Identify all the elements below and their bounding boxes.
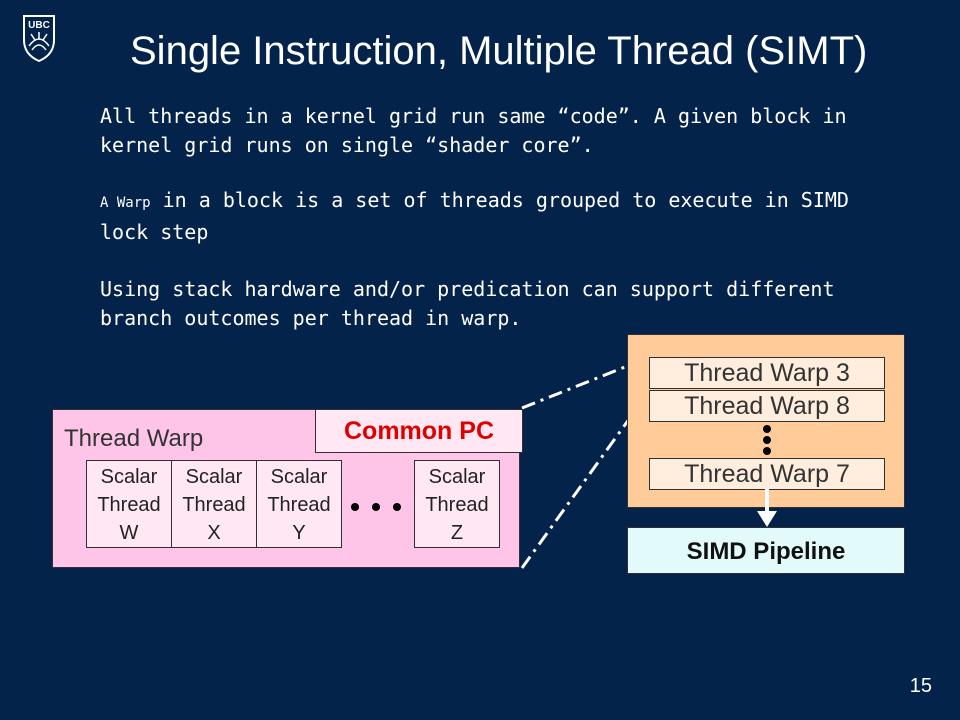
scalar-thread-line2: Thread xyxy=(267,494,331,516)
ellipsis-dot xyxy=(393,503,401,511)
thread-warp-label: Thread Warp xyxy=(64,425,204,452)
scalar-thread-id: Y xyxy=(292,522,306,544)
scalar-thread-y: Scalar Thread Y xyxy=(256,460,342,548)
down-arrow-icon xyxy=(757,489,777,527)
simd-pipeline-box: SIMD Pipeline xyxy=(627,527,905,574)
thread-warp-8: Thread Warp 8 xyxy=(649,390,885,422)
thread-warp-3: Thread Warp 3 xyxy=(649,357,885,389)
paragraph-branch-support: Using stack hardware and/or predication … xyxy=(100,277,835,330)
scalar-thread-line1: Scalar xyxy=(185,466,243,488)
page-number: 15 xyxy=(909,675,932,697)
scalar-thread-line1: Scalar xyxy=(270,466,328,488)
thread-warp-7: Thread Warp 7 xyxy=(649,458,885,490)
scalar-thread-line2: Thread xyxy=(425,494,489,516)
scalar-thread-line2: Thread xyxy=(182,494,246,516)
scalar-thread-line2: Thread xyxy=(97,494,161,516)
ellipsis-dot xyxy=(372,503,380,511)
ellipsis-dot xyxy=(763,447,771,455)
warp-definition-text: in a block is a set of threads grouped t… xyxy=(100,188,849,244)
slide-title: Single Instruction, Multiple Thread (SIM… xyxy=(130,29,868,73)
warp-term: A Warp xyxy=(100,195,151,211)
scalar-thread-line1: Scalar xyxy=(100,466,158,488)
ellipsis-dot xyxy=(763,425,771,433)
scalar-thread-w: Scalar Thread W xyxy=(86,460,172,548)
common-pc-box: Common PC xyxy=(315,409,523,453)
paragraph-warp-definition: A Warp in a block is a set of threads gr… xyxy=(100,186,900,247)
scalar-thread-id: W xyxy=(119,522,139,544)
ubc-logo: UBC xyxy=(23,15,55,62)
scalar-thread-x: Scalar Thread X xyxy=(171,460,257,548)
paragraph-kernel-grid: All threads in a kernel grid run same “c… xyxy=(100,104,847,157)
scalar-thread-id: Z xyxy=(450,522,464,544)
scalar-thread-id: X xyxy=(207,522,221,544)
connector-top xyxy=(521,355,651,410)
ellipsis-dot xyxy=(351,503,359,511)
ubc-logo-text: UBC xyxy=(28,20,50,31)
scalar-thread-line1: Scalar xyxy=(428,466,486,488)
scalar-thread-z: Scalar Thread Z xyxy=(414,460,500,548)
ellipsis-dot xyxy=(763,436,771,444)
